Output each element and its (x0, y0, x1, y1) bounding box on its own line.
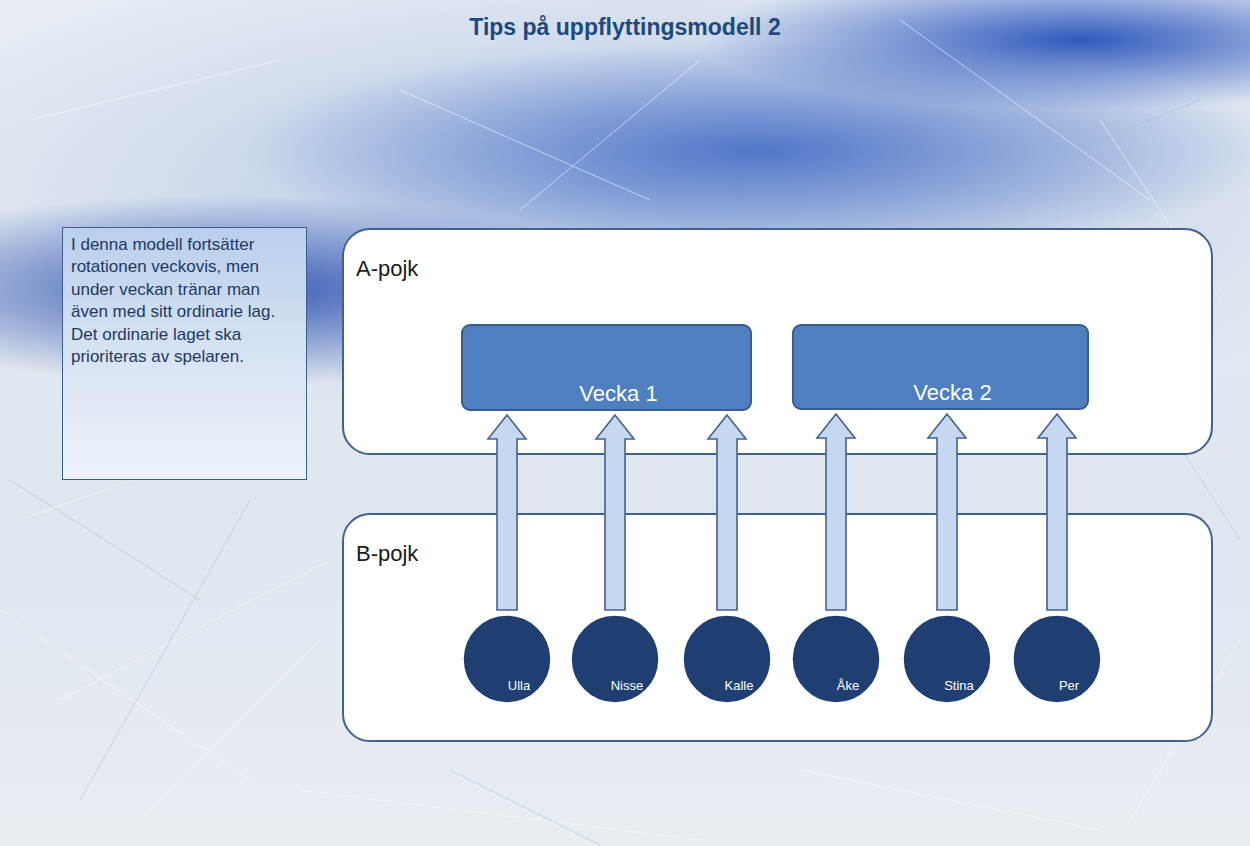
player-circle: Åke (790, 613, 882, 705)
week-box: Vecka 1 (461, 324, 752, 411)
player-circle: Stina (901, 613, 993, 705)
player-circle: Ulla (461, 613, 553, 705)
node-label: Åke (837, 678, 859, 693)
node-label: Vecka 2 (913, 380, 991, 406)
player-circle: Per (1011, 613, 1103, 705)
node-label: Kalle (725, 678, 754, 693)
slide-title: Tips på uppflyttingsmodell 2 (0, 14, 1250, 41)
circle-shape (1011, 613, 1103, 705)
node-label: Stina (944, 678, 974, 693)
team-panel: A-pojkVecka 1 Vecka 2 (342, 228, 1213, 455)
week-box: Vecka 2 (792, 324, 1089, 410)
player-circle: Nisse (569, 613, 661, 705)
node-label: Vecka 1 (579, 381, 657, 407)
player-circle: Kalle (681, 613, 773, 705)
panel-heading: B-pojk (356, 541, 418, 567)
team-panel: B-pojkUlla Nisse Kalle Åke Stina Per (342, 513, 1213, 742)
circle-shape (461, 613, 553, 705)
node-label: Per (1059, 678, 1079, 693)
node-label: Ulla (508, 678, 530, 693)
note-box: I denna modell fortsätter rotationen vec… (62, 227, 307, 480)
circle-shape (790, 613, 882, 705)
node-label: Nisse (611, 678, 644, 693)
note-text: I denna modell fortsätter rotationen vec… (71, 234, 298, 369)
panel-heading: A-pojk (356, 256, 418, 282)
